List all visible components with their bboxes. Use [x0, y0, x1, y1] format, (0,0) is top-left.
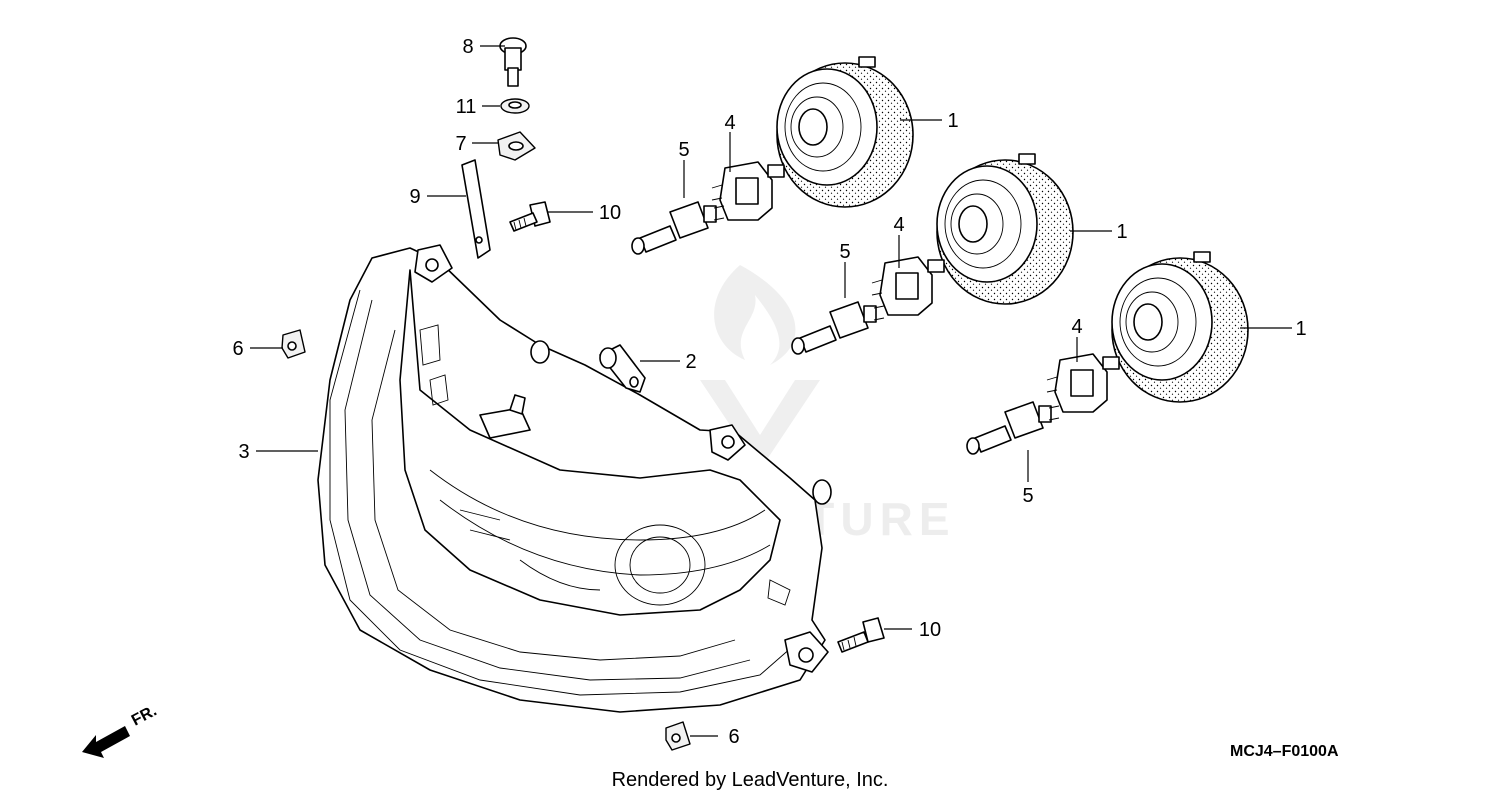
callout-11: 11	[456, 96, 477, 118]
socket-part-4-bottom	[1046, 353, 1120, 413]
bolt-part-10-lower	[837, 617, 885, 653]
callout-labels: 8 11 7 9 10 6 3 2 5 4 1 1 4 5 1 4 5 10 6	[232, 36, 1306, 748]
bulb-cover-part-1-middle	[936, 153, 1074, 305]
callout-2: 2	[685, 351, 696, 373]
washer-part-11	[500, 98, 530, 114]
callout-5-bottom: 5	[1022, 485, 1033, 507]
socket-part-4-middle	[871, 256, 945, 316]
diagram-reference-code: MCJ4–F0100A	[1230, 743, 1339, 760]
headlight-housing-part-3	[317, 244, 832, 713]
bulb-part-5-bottom	[966, 401, 1060, 455]
callout-5-top: 5	[678, 139, 689, 161]
bulb-part-5-top	[631, 201, 725, 255]
screw-part-8	[499, 37, 527, 87]
front-direction-indicator: FR.	[82, 702, 160, 758]
leader-lines	[250, 45, 1292, 737]
callout-4-middle: 4	[893, 214, 904, 236]
front-arrow-icon	[82, 726, 130, 758]
stay-part-9	[461, 159, 491, 259]
callout-3: 3	[238, 441, 249, 463]
callout-1-bottom: 1	[1295, 318, 1306, 340]
callout-9: 9	[409, 186, 420, 208]
callout-6-upper: 6	[232, 338, 243, 360]
callout-10-lower: 10	[919, 619, 941, 641]
callout-4-bottom: 4	[1071, 316, 1082, 338]
bulb-cover-part-1-top	[776, 56, 914, 208]
front-arrow-label: FR.	[129, 702, 160, 729]
render-credit: Rendered by LeadVenture, Inc.	[612, 769, 889, 791]
callout-10-upper: 10	[599, 202, 621, 224]
callout-1-middle: 1	[1116, 221, 1127, 243]
callout-1-top: 1	[947, 110, 958, 132]
callout-7: 7	[455, 133, 466, 155]
grommet-part-7	[497, 131, 536, 161]
clip-part-6-lower	[665, 721, 691, 751]
callout-5-middle: 5	[839, 241, 850, 263]
callout-8: 8	[462, 36, 473, 58]
socket-part-4-top	[711, 161, 785, 221]
bulb-part-5-middle	[791, 301, 885, 355]
callout-6-lower: 6	[728, 726, 739, 748]
callout-4-top: 4	[724, 112, 735, 134]
clip-part-6-upper	[281, 329, 306, 359]
bulb-cover-part-1-bottom	[1111, 251, 1249, 403]
bolt-part-10-upper	[509, 201, 551, 232]
connector-part-2	[599, 344, 646, 393]
